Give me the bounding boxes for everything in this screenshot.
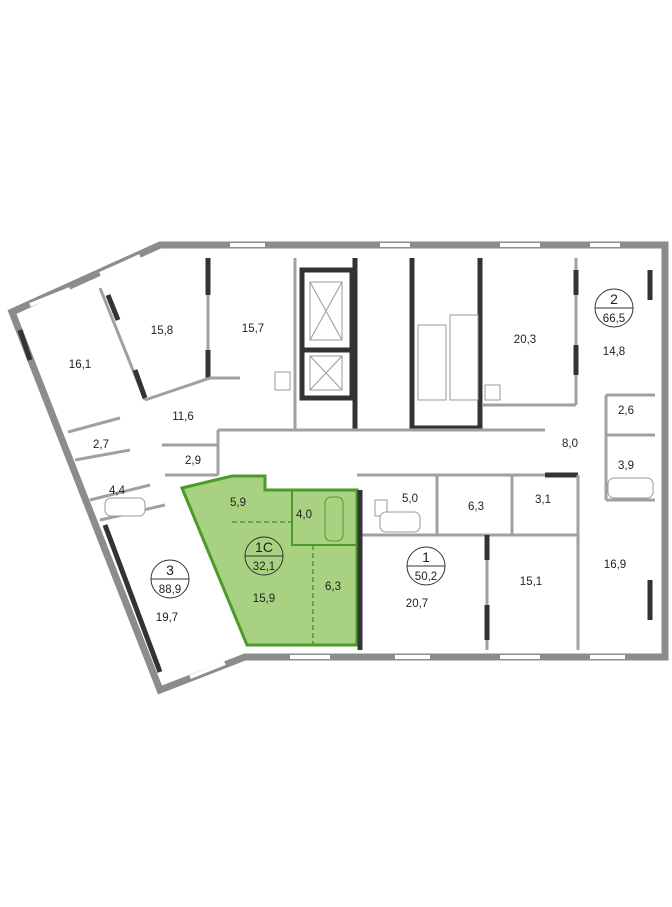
svg-text:32,1: 32,1	[253, 561, 275, 573]
room-area: 15,8	[151, 325, 173, 337]
bathtub-icon	[324, 496, 344, 542]
room-area: 15,9	[253, 593, 275, 605]
room-area: 19,7	[156, 612, 178, 624]
svg-text:1: 1	[422, 549, 430, 565]
room-area: 8,0	[562, 438, 578, 450]
room-area: 15,7	[242, 323, 264, 335]
room-area: 4,4	[109, 485, 126, 497]
room-area: 5,9	[230, 497, 246, 509]
svg-text:50,2: 50,2	[415, 571, 437, 583]
room-area: 3,9	[618, 460, 634, 472]
room-area: 20,3	[514, 334, 536, 346]
svg-text:3: 3	[166, 562, 174, 578]
room-area: 2,9	[185, 455, 201, 467]
room-area: 2,7	[93, 439, 109, 451]
room-area: 2,6	[618, 405, 634, 417]
apartment-badge-1c[interactable]: 1C 32,1	[244, 536, 284, 576]
apartment-badge-1[interactable]: 1 50,2	[406, 546, 446, 586]
windows	[29, 243, 625, 679]
room-area: 3,1	[535, 494, 551, 506]
room-area: 16,9	[604, 559, 626, 571]
room-area: 6,3	[325, 581, 341, 593]
svg-text:66,5: 66,5	[603, 313, 625, 325]
room-area: 14,8	[603, 346, 625, 358]
room-area: 16,1	[69, 359, 91, 371]
room-area: 6,3	[468, 501, 484, 513]
room-area: 11,6	[172, 411, 194, 423]
room-area: 5,0	[402, 493, 418, 505]
svg-text:1C: 1C	[255, 539, 273, 555]
apartment-badge-3[interactable]: 3 88,9	[150, 559, 190, 599]
apartment-badge-2[interactable]: 2 66,5	[594, 288, 634, 328]
room-area: 20,7	[406, 598, 428, 610]
outer-wall	[7, 241, 669, 695]
svg-text:2: 2	[610, 291, 618, 307]
svg-text:88,9: 88,9	[159, 584, 181, 596]
room-area: 4,0	[296, 509, 312, 521]
interior-walls	[17, 258, 655, 673]
room-area: 15,1	[520, 576, 542, 588]
bathroom-wall	[291, 490, 357, 546]
